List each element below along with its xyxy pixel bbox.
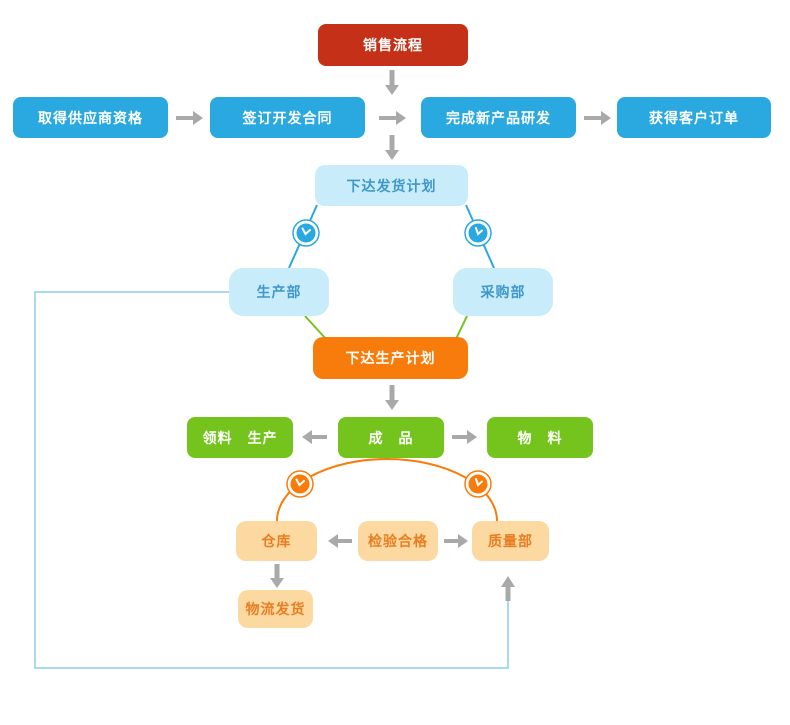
arrow-right-development-order: [584, 111, 611, 125]
node-production-dept: 生产部: [229, 268, 329, 316]
node-quality-dept: 质量部: [472, 521, 549, 561]
node-logistics-shipping: 物流发货: [238, 590, 313, 628]
node-sign-contract: 签订开发合同: [210, 97, 365, 138]
arrow-up-feedback-quality: [501, 576, 515, 601]
node-picking-production: 领料 生产: [187, 417, 293, 458]
arrow-right-finished-materials: [452, 430, 477, 444]
node-warehouse: 仓库: [236, 521, 317, 561]
node-sales-process: 销售流程: [318, 24, 468, 66]
arrow-down-production-plan: [385, 385, 399, 410]
node-product-development: 完成新产品研发: [421, 97, 576, 138]
clock-icon: [286, 470, 314, 498]
clock-icon: [464, 470, 492, 498]
arrow-down-sales: [385, 70, 399, 95]
clock-icon: [292, 219, 320, 247]
node-materials: 物 料: [487, 417, 593, 458]
node-production-plan: 下达生产计划: [313, 337, 468, 379]
purchasing-to-plan-line: [455, 315, 468, 340]
node-shipping-plan: 下达发货计划: [315, 165, 468, 206]
gray-arrows: [176, 70, 611, 601]
arrow-left-finished-picking: [302, 430, 327, 444]
clock-icon: [464, 219, 492, 247]
arrow-down-shipping-plan: [385, 135, 399, 160]
node-inspection-pass: 检验合格: [358, 521, 438, 561]
node-finished-goods: 成 品: [338, 417, 444, 458]
node-purchasing-dept: 采购部: [453, 268, 553, 316]
arrow-right-supplier-contract: [176, 111, 203, 125]
arrow-right-contract-development: [379, 111, 406, 125]
production-to-plan-line: [304, 315, 327, 340]
node-customer-order: 获得客户订单: [617, 97, 771, 138]
arrow-right-inspection-quality: [444, 534, 468, 548]
feedback-connector-line: [34, 291, 509, 669]
arrow-left-inspection-warehouse: [328, 534, 352, 548]
arrow-down-warehouse-logistics: [270, 564, 284, 588]
node-supplier-qualification: 取得供应商资格: [13, 97, 168, 138]
